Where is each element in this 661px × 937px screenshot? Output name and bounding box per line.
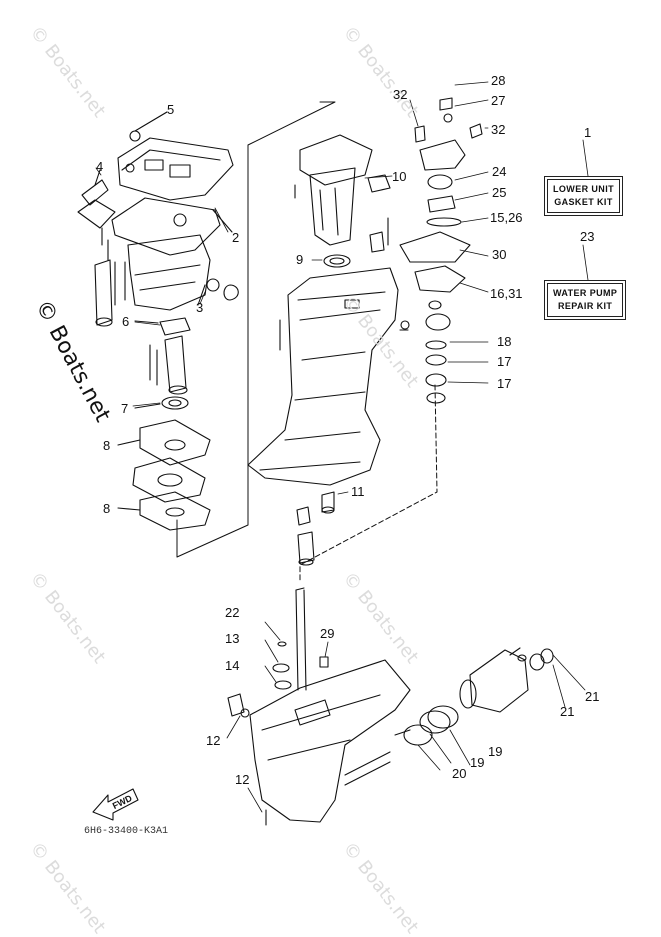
- lower-unit-small-parts: [227, 641, 329, 718]
- drive-shaft: [295, 587, 307, 691]
- callout-16-31: 16,31: [490, 286, 523, 301]
- callout-8: 8: [103, 501, 111, 516]
- lower-unit-gasket-kit-box: LOWER UNIT GASKET KIT: [544, 176, 623, 216]
- upper-gasket: [111, 197, 233, 256]
- callout-5: 5: [167, 102, 175, 117]
- callout-29: 29: [320, 626, 335, 641]
- kit-line-1: WATER PUMP: [553, 288, 618, 298]
- oil-pan-housing: [294, 134, 391, 246]
- callout-27: 27: [491, 93, 506, 108]
- callout-25: 25: [492, 185, 507, 200]
- prop-shaft-housing: [394, 647, 554, 746]
- callout-8: 8: [103, 438, 111, 453]
- callout-10: 10: [392, 169, 407, 184]
- bracket-part: [77, 169, 116, 261]
- callout-24: 24: [492, 164, 507, 179]
- callout-18: 18: [497, 334, 512, 349]
- callout-4: 4: [96, 159, 104, 174]
- callout-12: 12: [235, 772, 250, 787]
- callout-17: 17: [497, 354, 512, 369]
- water-pump-parts: [369, 97, 483, 404]
- top-cover-plate: [117, 111, 234, 201]
- callout-19: 19: [488, 744, 503, 759]
- callout-19: 19: [470, 755, 485, 770]
- leader-lines: [95, 81, 589, 813]
- callout-21: 21: [560, 704, 575, 719]
- callout-32: 32: [393, 87, 408, 102]
- exhaust-pipe: [134, 317, 191, 395]
- callout-21: 21: [585, 689, 600, 704]
- callout-9: 9: [296, 252, 304, 267]
- callout-6: 6: [122, 314, 130, 329]
- callout-17: 17: [497, 376, 512, 391]
- upper-casing-left: [127, 234, 239, 311]
- callout-28: 28: [491, 73, 506, 88]
- diagram-code: 6H6-33400-K3A1: [84, 826, 169, 837]
- callout-15-26: 15,26: [490, 210, 523, 225]
- callout-13: 13: [225, 631, 240, 646]
- callout-1: 1: [584, 125, 592, 140]
- seal-7: [134, 396, 189, 410]
- kit-line-2: REPAIR KIT: [558, 301, 613, 311]
- callout-22: 22: [225, 605, 240, 620]
- callout-14: 14: [225, 658, 240, 673]
- parts-diagram: [77, 81, 589, 826]
- callout-12: 12: [206, 733, 221, 748]
- shaft-small-parts: [296, 506, 315, 566]
- callout-11: 11: [351, 484, 365, 499]
- callout-3: 3: [196, 300, 204, 315]
- callout-7: 7: [121, 401, 129, 416]
- kit-line-2: GASKET KIT: [554, 197, 613, 207]
- callout-2: 2: [232, 230, 240, 245]
- seal-9: [323, 254, 351, 268]
- callout-20: 20: [452, 766, 467, 781]
- fwd-arrow-icon: [92, 788, 139, 821]
- lower-gaskets: [117, 419, 211, 531]
- kit-line-1: LOWER UNIT: [553, 184, 614, 194]
- callout-32: 32: [491, 122, 506, 137]
- collar-11: [321, 491, 335, 514]
- gearcase-lower-unit: [249, 659, 411, 826]
- water-pump-repair-kit-box: WATER PUMP REPAIR KIT: [544, 280, 627, 320]
- drive-shaft-housing: [247, 267, 410, 486]
- callout-30: 30: [492, 247, 507, 262]
- callout-23: 23: [580, 229, 595, 244]
- left-studs: [94, 259, 126, 327]
- group-bracket-lines: [176, 101, 438, 581]
